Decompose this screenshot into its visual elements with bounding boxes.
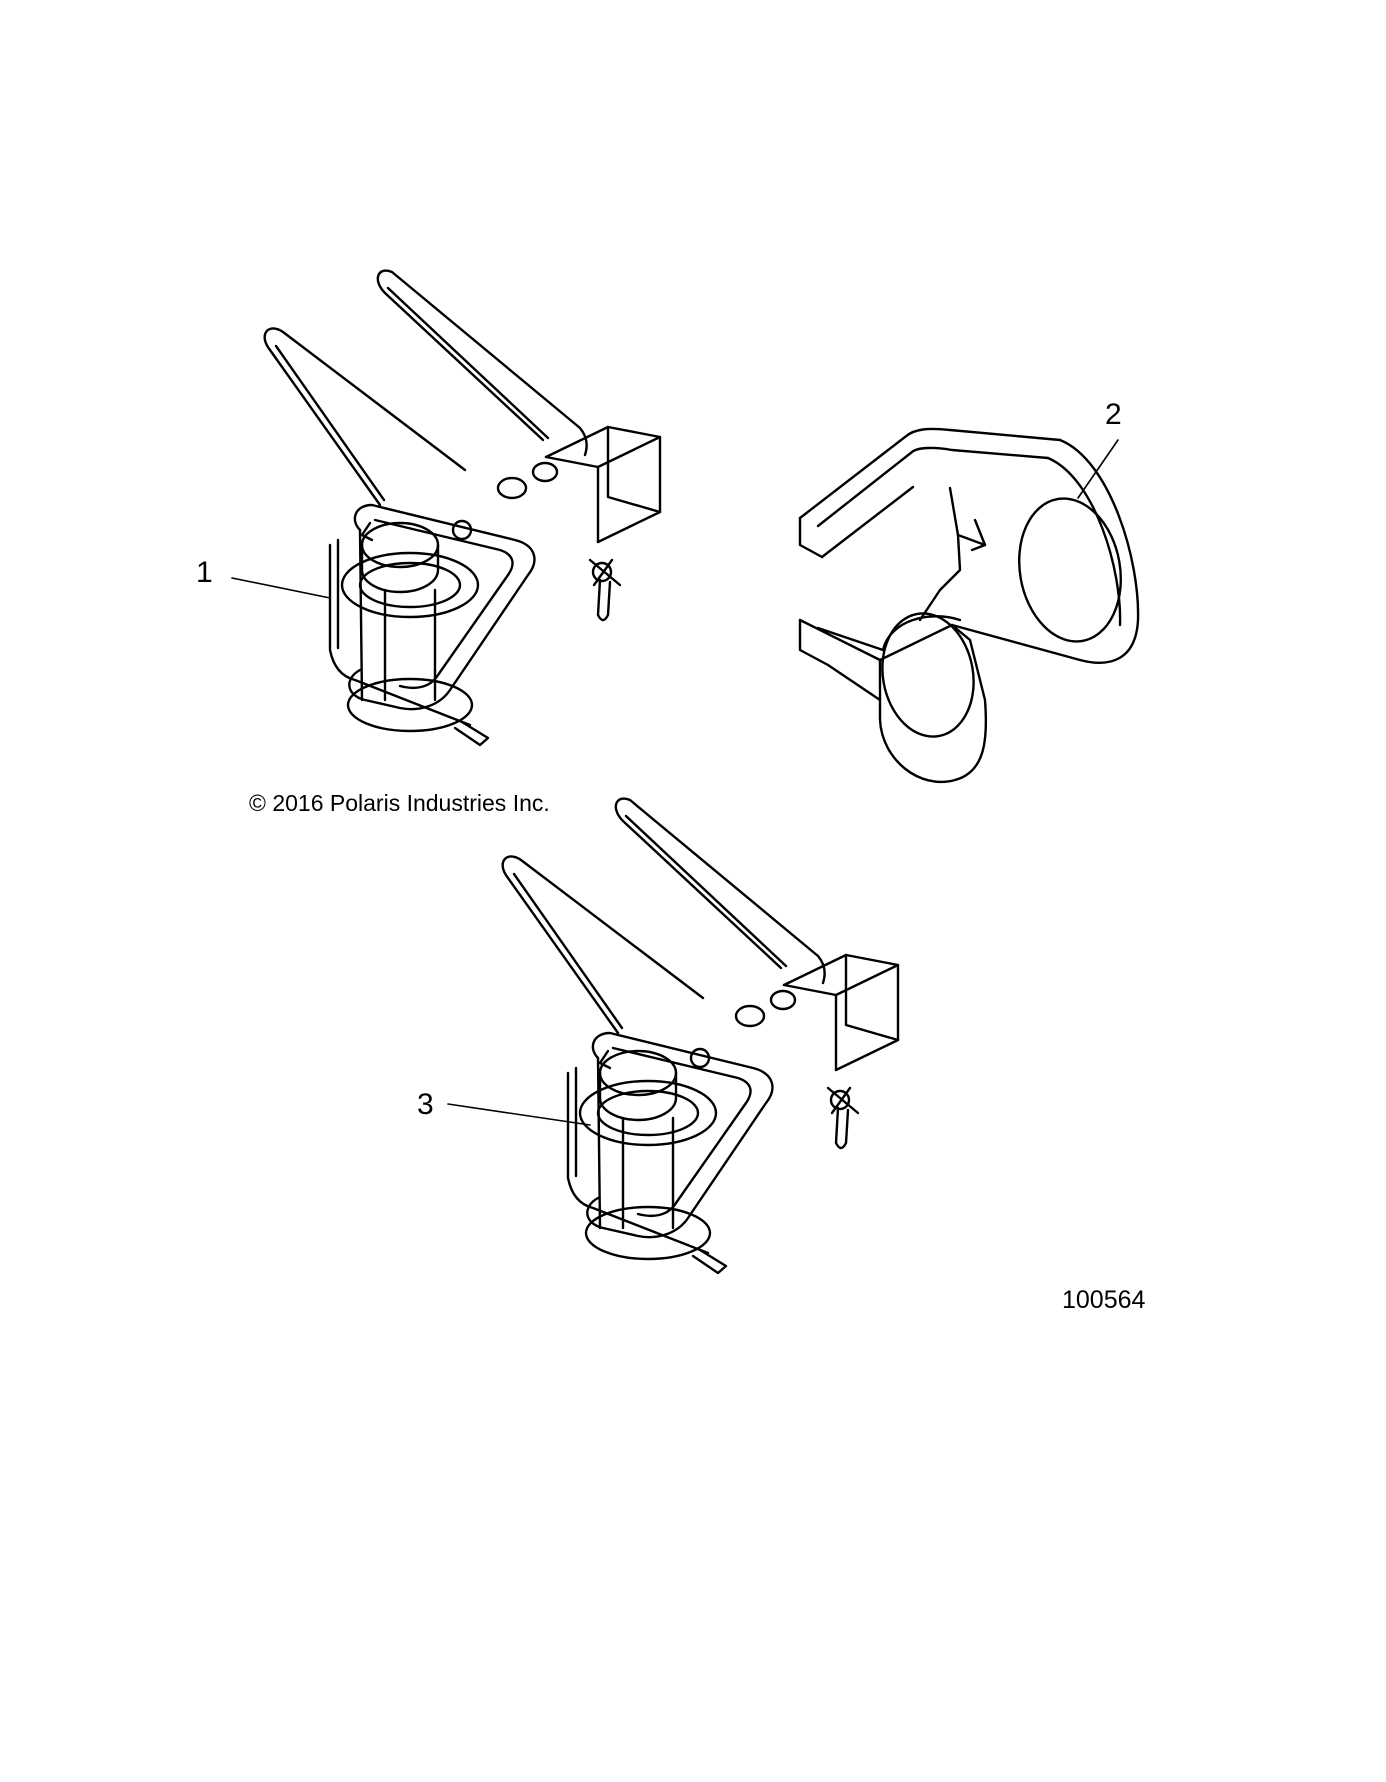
leader-line-1 xyxy=(231,577,331,599)
hitch-bracket-2-icon xyxy=(798,427,1140,784)
callout-1: 1 xyxy=(196,556,213,589)
figure-number: 100564 xyxy=(1062,1286,1146,1314)
leader-line-2b xyxy=(1077,439,1119,499)
hitch-clevis-3-icon xyxy=(501,797,900,1275)
hitch-clevis-1-icon xyxy=(263,269,662,747)
leader-line-3 xyxy=(447,1103,591,1126)
copyright-notice: © 2016 Polaris Industries Inc. xyxy=(249,790,550,816)
callout-3: 3 xyxy=(417,1088,434,1121)
callout-2: 2 xyxy=(1105,398,1122,431)
